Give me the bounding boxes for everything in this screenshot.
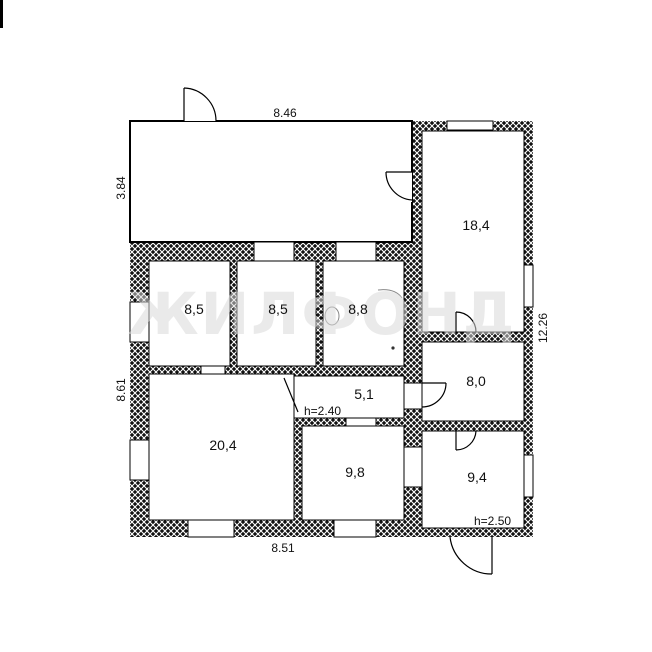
window xyxy=(253,241,295,262)
window xyxy=(446,120,494,131)
room-area-8-0: 8,0 xyxy=(466,373,486,389)
window xyxy=(333,519,377,538)
window xyxy=(187,519,235,538)
window xyxy=(403,446,423,488)
room-area-8-5-left: 8,5 xyxy=(184,301,204,317)
room-area-5-1: 5,1 xyxy=(354,386,374,402)
dim-top-width: 8.46 xyxy=(273,106,297,120)
room-area-9-4: 9,4 xyxy=(467,469,487,485)
watermark: ЖИЛФОНД xyxy=(128,280,517,348)
dim-right-total: 12.26 xyxy=(536,313,550,343)
dim-left-upper: 3.84 xyxy=(114,176,128,200)
window xyxy=(403,382,423,410)
window xyxy=(523,454,534,498)
window xyxy=(129,301,150,343)
room-area-8-5-middle: 8,5 xyxy=(268,301,288,317)
window xyxy=(200,365,226,375)
windows xyxy=(129,120,534,538)
dim-bottom-width: 8.51 xyxy=(271,541,295,555)
ceiling-height-corner: h=2.50 xyxy=(474,514,511,528)
window xyxy=(523,264,534,308)
window xyxy=(335,241,377,262)
room-area-20-4: 20,4 xyxy=(209,437,236,453)
corner-mark xyxy=(0,0,3,28)
window xyxy=(129,439,150,481)
dim-left-lower: 8.61 xyxy=(114,378,128,402)
bath-fixtures xyxy=(324,289,403,350)
room-area-8-8: 8,8 xyxy=(348,301,368,317)
room-area-18-4: 18,4 xyxy=(462,217,489,233)
doors xyxy=(183,87,494,575)
window xyxy=(345,417,377,427)
room-area-9-8: 9,8 xyxy=(345,464,365,480)
veranda xyxy=(129,120,413,243)
ceiling-height-corridor: h=2.40 xyxy=(304,404,341,418)
